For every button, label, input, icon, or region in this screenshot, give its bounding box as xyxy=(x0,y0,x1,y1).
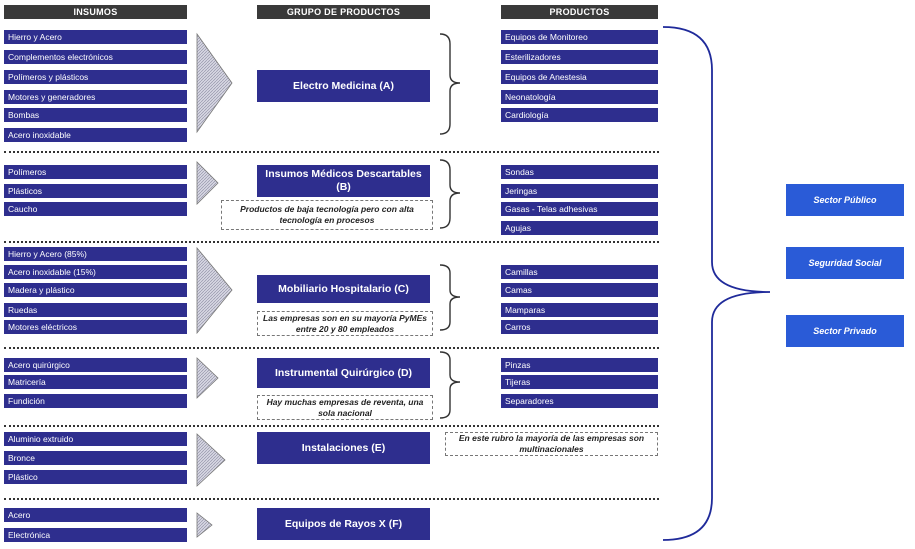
brace-c-icon xyxy=(439,264,461,331)
insumo-item: Acero xyxy=(4,508,187,522)
insumo-item: Hierro y Acero xyxy=(4,30,187,44)
section-divider xyxy=(4,425,659,427)
producto-item: Agujas xyxy=(501,221,658,235)
insumo-item: Motores y generadores xyxy=(4,90,187,104)
group-note: Productos de baja tecnología pero con al… xyxy=(221,200,433,230)
arrow-d-icon xyxy=(196,357,219,399)
section-divider xyxy=(4,241,659,243)
producto-item: Mamparas xyxy=(501,303,658,317)
producto-item: Esterilizadores xyxy=(501,50,658,64)
arrow-e-icon xyxy=(196,433,226,487)
producto-item: Cardiología xyxy=(501,108,658,122)
insumo-item: Bronce xyxy=(4,451,187,465)
producto-item: Equipos de Monitoreo xyxy=(501,30,658,44)
producto-item: Jeringas xyxy=(501,184,658,198)
section-divider xyxy=(4,498,659,500)
insumo-item: Hierro y Acero (85%) xyxy=(4,247,187,261)
insumo-item: Matricería xyxy=(4,375,187,389)
producto-item: Carros xyxy=(501,320,658,334)
producto-item: Sondas xyxy=(501,165,658,179)
section-divider xyxy=(4,347,659,349)
producto-item: Separadores xyxy=(501,394,658,408)
insumo-item: Complementos electrónicos xyxy=(4,50,187,64)
seguridad-social-box: Seguridad Social xyxy=(786,247,904,279)
group-note: Hay muchas empresas de reventa, una sola… xyxy=(257,395,433,420)
insumo-item: Plásticos xyxy=(4,184,187,198)
arrow-a-icon xyxy=(196,32,233,134)
insumo-item: Acero inoxidable xyxy=(4,128,187,142)
producto-item: Pinzas xyxy=(501,358,658,372)
insumo-item: Acero inoxidable (15%) xyxy=(4,265,187,279)
insumo-item: Fundición xyxy=(4,394,187,408)
insumo-item: Caucho xyxy=(4,202,187,216)
brace-b-icon xyxy=(439,159,461,229)
section-divider xyxy=(4,151,659,153)
group-box-rayos-x: Equipos de Rayos X (F) xyxy=(257,508,430,540)
producto-item: Equipos de Anestesia xyxy=(501,70,658,84)
group-box-electro-medicina: Electro Medicina (A) xyxy=(257,70,430,102)
insumo-item: Polímeros y plásticos xyxy=(4,70,187,84)
brace-a-icon xyxy=(439,33,461,135)
sector-privado-box: Sector Privado xyxy=(786,315,904,347)
sector-brace-icon xyxy=(662,26,771,541)
insumo-item: Bombas xyxy=(4,108,187,122)
producto-item: Camillas xyxy=(501,265,658,279)
brace-d-icon xyxy=(439,351,461,419)
producto-item: Gasas - Telas adhesivas xyxy=(501,202,658,216)
insumo-item: Polímeros xyxy=(4,165,187,179)
arrow-b-icon xyxy=(196,161,219,205)
grupo-header: GRUPO DE PRODUCTOS xyxy=(257,5,430,19)
insumos-header: INSUMOS xyxy=(4,5,187,19)
insumo-item: Acero quirúrgico xyxy=(4,358,187,372)
insumo-item: Madera y plástico xyxy=(4,283,187,297)
insumo-item: Motores eléctricos xyxy=(4,320,187,334)
producto-item: Tijeras xyxy=(501,375,658,389)
insumo-item: Electrónica xyxy=(4,528,187,542)
group-box-mobiliario: Mobiliario Hospitalario (C) xyxy=(257,275,430,303)
productos-header: PRODUCTOS xyxy=(501,5,658,19)
producto-item: Camas xyxy=(501,283,658,297)
insumo-item: Aluminio extruido xyxy=(4,432,187,446)
sector-publico-box: Sector Público xyxy=(786,184,904,216)
arrow-f-icon xyxy=(196,512,213,538)
insumo-item: Ruedas xyxy=(4,303,187,317)
producto-item: Neonatología xyxy=(501,90,658,104)
group-box-insumos-descartables: Insumos Médicos Descartables (B) xyxy=(257,165,430,197)
group-note: Las empresas son en su mayoría PyMEs ent… xyxy=(257,311,433,336)
group-note: En este rubro la mayoría de las empresas… xyxy=(445,432,658,456)
group-box-instalaciones: Instalaciones (E) xyxy=(257,432,430,464)
insumo-item: Plástico xyxy=(4,470,187,484)
arrow-c-icon xyxy=(196,246,233,335)
group-box-instrumental: Instrumental Quirúrgico (D) xyxy=(257,358,430,388)
